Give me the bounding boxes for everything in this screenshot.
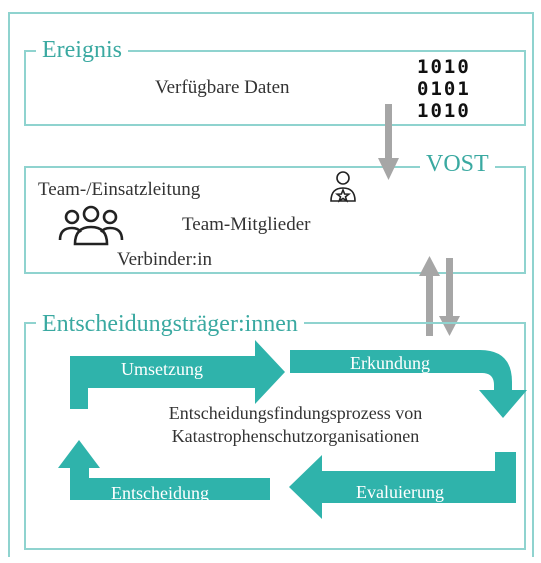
cycle-description: Entscheidungsfindungsprozess von Katastr… <box>0 402 541 447</box>
down-arrow-head <box>378 158 399 180</box>
vost-title: VOST <box>420 152 495 176</box>
up-arrow-shaft <box>426 272 433 336</box>
binary-row: 1010 <box>417 56 471 78</box>
available-data-label: Verfügbare Daten <box>155 77 290 98</box>
team-members-label: Team-Mitglieder <box>182 214 311 235</box>
exploration-arrow <box>290 350 527 418</box>
implementation-label: Umsetzung <box>121 359 203 379</box>
cycle-text-line-1: Entscheidungsfindungsprozess von <box>168 403 423 423</box>
binary-row: 1010 <box>417 100 471 122</box>
down-arrow-2-head <box>439 316 460 336</box>
implementation-arrow <box>70 340 285 409</box>
person-star-icon <box>330 171 356 203</box>
binary-row: 0101 <box>417 78 471 100</box>
ereignis-box <box>24 50 526 126</box>
exploration-label: Erkundung <box>350 353 430 373</box>
connector-arrows <box>378 104 460 336</box>
up-arrow-head <box>419 256 440 276</box>
decision-title: Entscheidungsträger:innen <box>36 312 304 336</box>
ereignis-title: Ereignis <box>36 38 128 62</box>
down-arrow-2-shaft <box>446 258 453 322</box>
binary-data-icon: 1010 0101 1010 <box>417 56 471 122</box>
decision-arrow <box>58 440 270 500</box>
vost-box <box>24 166 526 274</box>
cycle-text-line-2: Katastrophenschutzorganisationen <box>171 425 420 446</box>
decision-label: Entscheidung <box>111 483 209 503</box>
team-group-icon <box>58 205 124 246</box>
team-lead-label: Team-/Einsatzleitung <box>38 179 201 200</box>
evaluation-arrow <box>289 452 516 519</box>
down-arrow-shaft <box>385 104 392 162</box>
evaluation-label: Evaluierung <box>356 482 444 502</box>
outer-frame <box>8 12 534 557</box>
liaison-label: Verbinder:in <box>117 249 212 270</box>
